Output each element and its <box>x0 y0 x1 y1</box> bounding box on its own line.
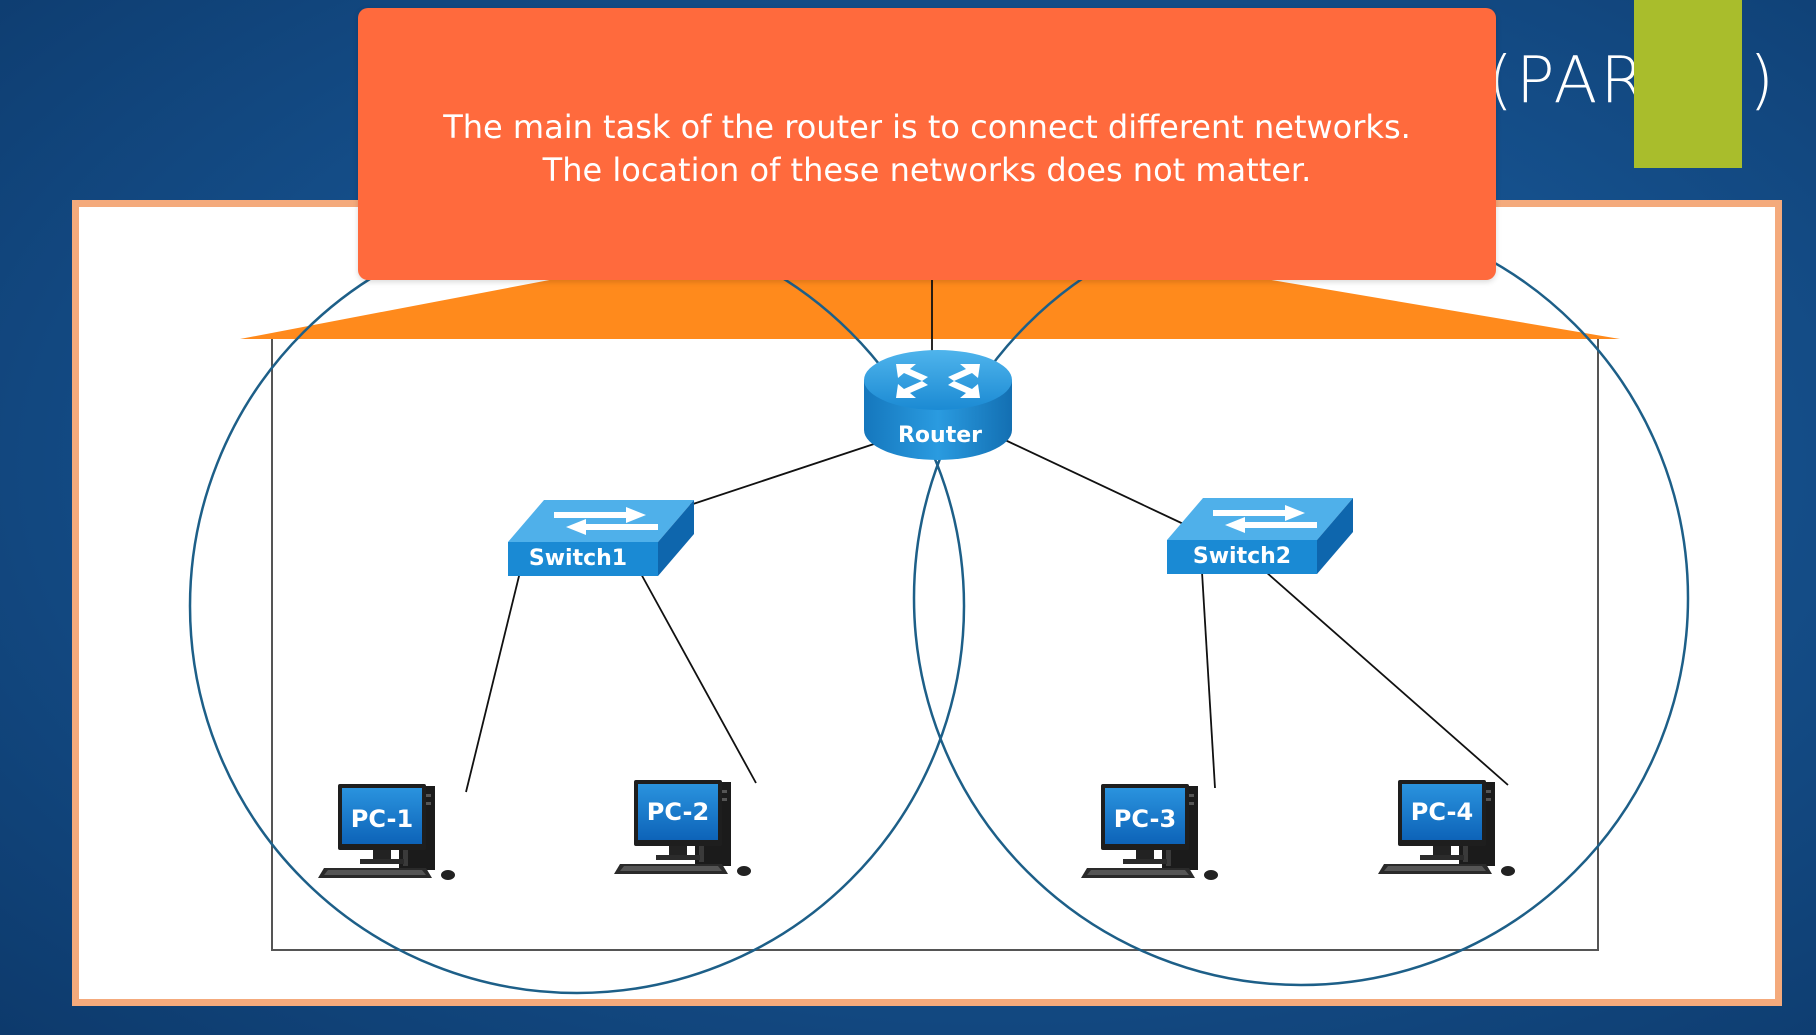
pc1-label: PC-1 <box>351 805 413 833</box>
pc3-device: PC-3 <box>1081 784 1218 880</box>
switch1-device: Switch1 <box>508 500 694 576</box>
switch2-device: Switch2 <box>1167 498 1353 574</box>
callout-wedge <box>240 278 1620 339</box>
link-switch1-pc1 <box>465 571 521 793</box>
router-label: Router <box>898 423 982 448</box>
pc2-label: PC-2 <box>647 798 709 826</box>
switch1-label: Switch1 <box>529 546 627 571</box>
router-arrows-icon <box>896 364 980 398</box>
link-router-switch1 <box>689 441 881 506</box>
link-switch2-pc4 <box>1265 571 1509 786</box>
callout-text: The main task of the router is to connec… <box>443 108 1411 189</box>
accent-block <box>1634 0 1742 168</box>
pc1-device: PC-1 <box>318 784 455 880</box>
pc4-label: PC-4 <box>1411 798 1473 826</box>
callout-box: The main task of the router is to connec… <box>358 8 1496 280</box>
link-router-switch2 <box>1004 439 1193 529</box>
switch2-label: Switch2 <box>1193 544 1291 569</box>
links <box>465 270 1509 793</box>
router-device: Router <box>864 350 1012 460</box>
link-switch1-pc2 <box>639 571 757 784</box>
pc2-device: PC-2 <box>614 780 751 876</box>
pc3-label: PC-3 <box>1114 805 1176 833</box>
link-switch2-pc3 <box>1201 571 1216 789</box>
pc4-device: PC-4 <box>1378 780 1515 876</box>
